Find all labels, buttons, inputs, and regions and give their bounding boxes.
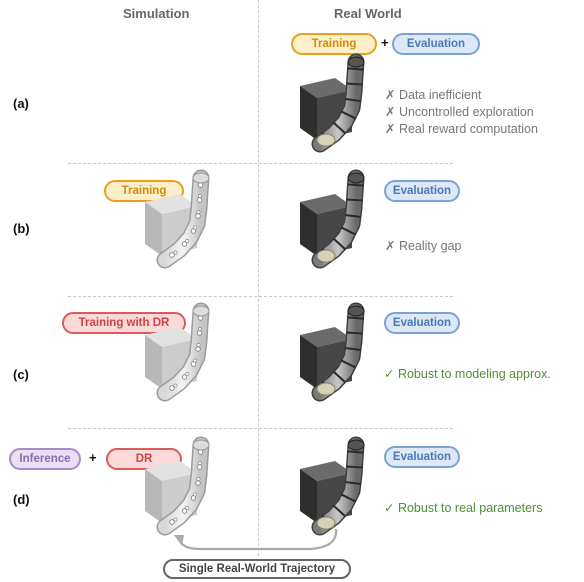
real-soft-arm-icon xyxy=(311,53,365,153)
sim-soft-arm-icon xyxy=(156,302,210,402)
sim-soft-arm-icon xyxy=(156,169,210,269)
evaluation-pill: Evaluation xyxy=(384,180,460,202)
plus-sign: + xyxy=(89,450,97,465)
pro-robust-modeling-approx: ✓ Robust to modeling approx. xyxy=(384,367,551,381)
row-label-c: (c) xyxy=(13,367,29,382)
real-soft-arm-icon xyxy=(311,169,365,269)
real-robot-scene xyxy=(300,302,365,402)
row-label-b: (b) xyxy=(13,221,30,236)
con-uncontrolled-exploration: ✗ Uncontrolled exploration xyxy=(385,105,534,119)
row-divider-ab xyxy=(68,163,453,164)
sim-soft-arm-icon xyxy=(156,436,210,536)
con-reality-gap: ✗ Reality gap xyxy=(385,239,462,253)
con-data-inefficient: ✗ Data inefficient xyxy=(385,88,482,102)
sim-cube-icon xyxy=(145,194,197,256)
dr-pill: DR xyxy=(106,448,182,470)
training-pill: Training xyxy=(104,180,184,202)
training-pill: Training xyxy=(291,33,377,55)
real-world-column-header: Real World xyxy=(334,6,402,21)
real-robot-scene xyxy=(300,436,365,536)
trajectory-arrow xyxy=(174,528,338,551)
evaluation-pill: Evaluation xyxy=(384,446,460,468)
real-robot-scene xyxy=(300,53,365,153)
sim-robot-scene xyxy=(145,302,210,402)
simulation-column-header: Simulation xyxy=(123,6,190,21)
row-divider-cd xyxy=(68,428,453,429)
single-real-world-trajectory-pill: Single Real-World Trajectory xyxy=(163,559,351,579)
real-robot-scene xyxy=(300,169,365,269)
column-divider xyxy=(258,0,259,556)
inference-pill: Inference xyxy=(9,448,81,470)
sim-robot-scene xyxy=(145,169,210,269)
plus-sign: + xyxy=(381,35,389,50)
row-divider-bc xyxy=(68,296,453,297)
con-real-reward-computation: ✗ Real reward computation xyxy=(385,122,538,136)
sim-robot-scene xyxy=(145,436,210,536)
evaluation-pill: Evaluation xyxy=(392,33,480,55)
row-label-d: (d) xyxy=(13,492,30,507)
pro-robust-real-parameters: ✓ Robust to real parameters xyxy=(384,501,543,515)
real-soft-arm-icon xyxy=(311,302,365,402)
row-label-a: (a) xyxy=(13,96,29,111)
real-soft-arm-icon xyxy=(311,436,365,536)
evaluation-pill: Evaluation xyxy=(384,312,460,334)
training-with-dr-pill: Training with DR xyxy=(62,312,186,334)
